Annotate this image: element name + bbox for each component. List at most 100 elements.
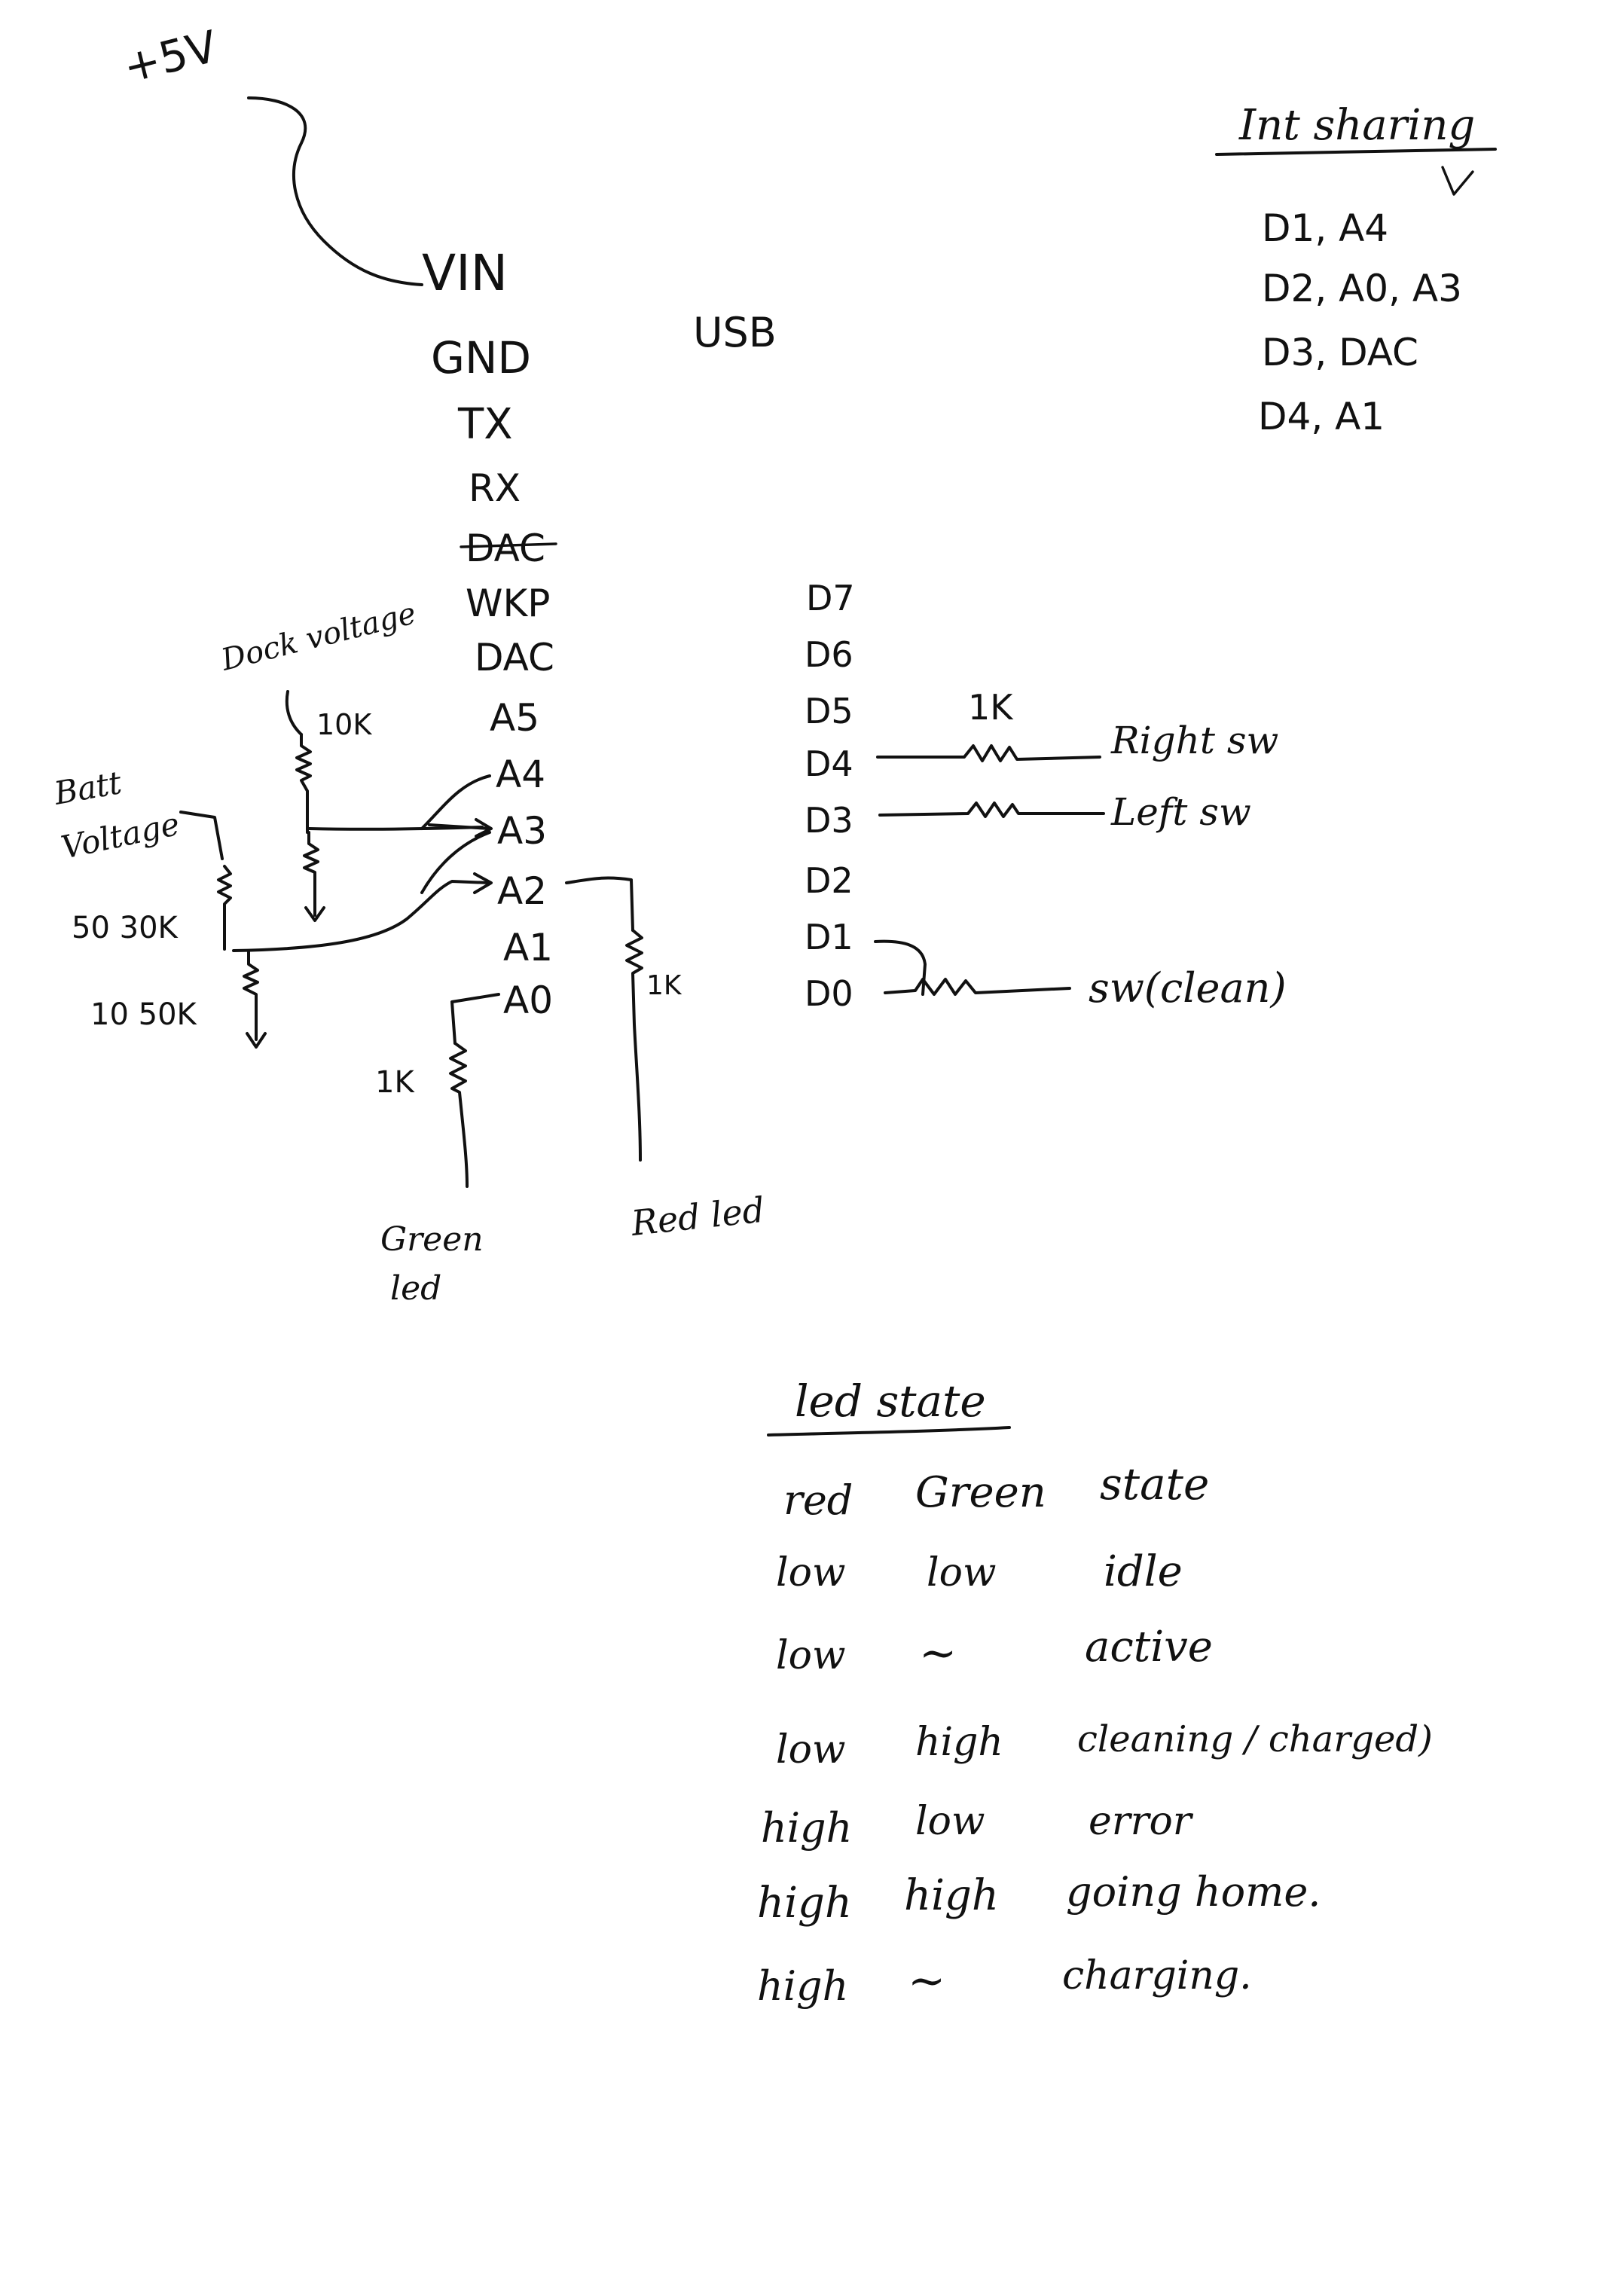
row6-red: high bbox=[757, 1962, 848, 2010]
red-resistor bbox=[625, 929, 643, 1162]
green-led-label-1: Green bbox=[380, 1220, 484, 1259]
pin-a2: A2 bbox=[497, 869, 547, 913]
led-state-underline bbox=[767, 1426, 1011, 1437]
row6-green: ~ bbox=[908, 1955, 945, 2007]
pin-dac-struck: DAC bbox=[466, 527, 545, 570]
int-sharing-line-3: D3, DAC bbox=[1262, 331, 1418, 374]
supply-label: +5V bbox=[118, 20, 222, 93]
led-state-table: led state red Green state low low idle l… bbox=[757, 1375, 1433, 2010]
switch-circuits: 1K Right sw Left sw sw(clean) bbox=[874, 687, 1287, 1012]
int-sharing-title: Int sharing bbox=[1238, 101, 1475, 150]
pin-d2: D2 bbox=[805, 860, 853, 901]
green-resistor-label: 1K bbox=[375, 1065, 415, 1100]
row1-green: low bbox=[927, 1550, 996, 1595]
pin-d7: D7 bbox=[806, 578, 855, 618]
wire-to-a4 bbox=[420, 774, 491, 830]
pin-d4: D4 bbox=[805, 743, 853, 784]
row5-state: going home. bbox=[1066, 1868, 1321, 1916]
batt-label-line1: Batt bbox=[50, 764, 124, 812]
row4-green: low bbox=[915, 1799, 985, 1844]
dock-resistor-top bbox=[295, 733, 312, 834]
pin-a3: A3 bbox=[497, 809, 547, 853]
right-header: D7 D6 D5 D4 D3 D2 D1 D0 bbox=[805, 578, 855, 1014]
pin-a1: A1 bbox=[503, 926, 553, 969]
pin-d5: D5 bbox=[805, 691, 853, 731]
batt-resistor-top bbox=[217, 865, 232, 951]
left-sw-wire bbox=[878, 801, 1105, 818]
batt-r-top-label: 50 30K bbox=[72, 911, 179, 945]
clean-sw-label: sw(clean) bbox=[1089, 964, 1287, 1012]
left-sw-label: Left sw bbox=[1110, 790, 1251, 834]
col-header-state: state bbox=[1100, 1458, 1209, 1510]
pin-rx: RX bbox=[469, 466, 521, 510]
batt-r-bottom-label: 10 50K bbox=[90, 997, 198, 1032]
row3-state: cleaning / charged) bbox=[1077, 1718, 1433, 1760]
green-led-label-2: led bbox=[390, 1269, 441, 1308]
batt-label-line2: Voltage bbox=[58, 805, 183, 866]
dock-resistor-bottom bbox=[303, 831, 319, 905]
pin-d0: D0 bbox=[805, 973, 853, 1014]
pin-d1: D1 bbox=[805, 917, 853, 957]
pin-vin: VIN bbox=[422, 244, 508, 302]
col-header-green: Green bbox=[915, 1468, 1046, 1517]
green-led-circuit: 1K Green led bbox=[375, 993, 500, 1308]
red-resistor-label: 1K bbox=[646, 970, 682, 1001]
row1-red: low bbox=[776, 1550, 845, 1595]
led-state-title: led state bbox=[795, 1375, 986, 1427]
row3-red: low bbox=[776, 1727, 845, 1772]
row2-state: active bbox=[1085, 1623, 1213, 1672]
pin-wkp: WKP bbox=[466, 582, 550, 625]
int-sharing-hook bbox=[1441, 166, 1474, 196]
arrow-a2 bbox=[473, 872, 493, 894]
batt-tap-wire bbox=[232, 880, 491, 952]
row4-red: high bbox=[761, 1804, 852, 1852]
pin-dac: DAC bbox=[475, 636, 554, 679]
left-header: VIN GND TX RX DAC WKP DAC A5 A4 A3 A2 A1… bbox=[422, 244, 557, 1022]
green-resistor bbox=[449, 1042, 469, 1188]
batt-wire-top bbox=[179, 811, 224, 860]
battery-voltage-divider: Batt Voltage 50 30K 10 50K bbox=[50, 764, 493, 1049]
int-sharing-line-4: D4, A1 bbox=[1258, 395, 1385, 438]
batt-resistor-bottom bbox=[243, 949, 259, 1026]
pin-a0: A0 bbox=[503, 979, 553, 1022]
row6-state: charging. bbox=[1062, 1953, 1252, 1998]
batt-ground bbox=[246, 1023, 267, 1049]
dock-resistor-label: 10K bbox=[316, 708, 372, 741]
pin-a5: A5 bbox=[490, 696, 539, 740]
dock-voltage-divider: Dock voltage 10K bbox=[217, 596, 484, 922]
strike-line bbox=[460, 542, 557, 548]
pin-d3: D3 bbox=[805, 800, 853, 841]
int-sharing-line-2: D2, A0, A3 bbox=[1262, 267, 1462, 310]
int-sharing-block: Int sharing D1, A4 D2, A0, A3 D3, DAC D4… bbox=[1215, 101, 1497, 438]
pin-d6: D6 bbox=[805, 634, 853, 675]
right-sw-label: Right sw bbox=[1110, 719, 1278, 762]
pin-gnd: GND bbox=[431, 332, 531, 383]
supply-wire bbox=[247, 96, 423, 286]
pin-tx: TX bbox=[457, 400, 513, 449]
a0-wire bbox=[450, 993, 500, 1045]
int-sharing-line-1: D1, A4 bbox=[1262, 206, 1388, 250]
row5-green: high bbox=[904, 1871, 999, 1920]
right-sw-wire bbox=[876, 744, 1101, 762]
pin-a4: A4 bbox=[496, 753, 545, 796]
row2-red: low bbox=[776, 1633, 845, 1678]
row5-red: high bbox=[757, 1879, 852, 1928]
dock-ground bbox=[304, 902, 325, 922]
d4-resistor-label: 1K bbox=[968, 687, 1014, 728]
red-led-label: Red led bbox=[629, 1189, 767, 1244]
arrow-a3 bbox=[475, 818, 493, 838]
clean-sw-wire bbox=[874, 939, 1071, 996]
row4-state: error bbox=[1089, 1799, 1194, 1844]
row3-green: high bbox=[915, 1720, 1003, 1765]
wire-a3-cross bbox=[420, 831, 491, 894]
wire-to-a3 bbox=[428, 823, 491, 830]
dock-wire-top bbox=[285, 690, 303, 736]
col-header-red: red bbox=[783, 1476, 853, 1524]
red-led-circuit: 1K Red led bbox=[565, 876, 767, 1244]
dock-voltage-label: Dock voltage bbox=[217, 596, 419, 678]
row2-green: ~ bbox=[919, 1627, 957, 1680]
usb-label: USB bbox=[693, 309, 777, 356]
int-sharing-underline bbox=[1215, 148, 1497, 156]
a2-wire bbox=[565, 876, 634, 932]
